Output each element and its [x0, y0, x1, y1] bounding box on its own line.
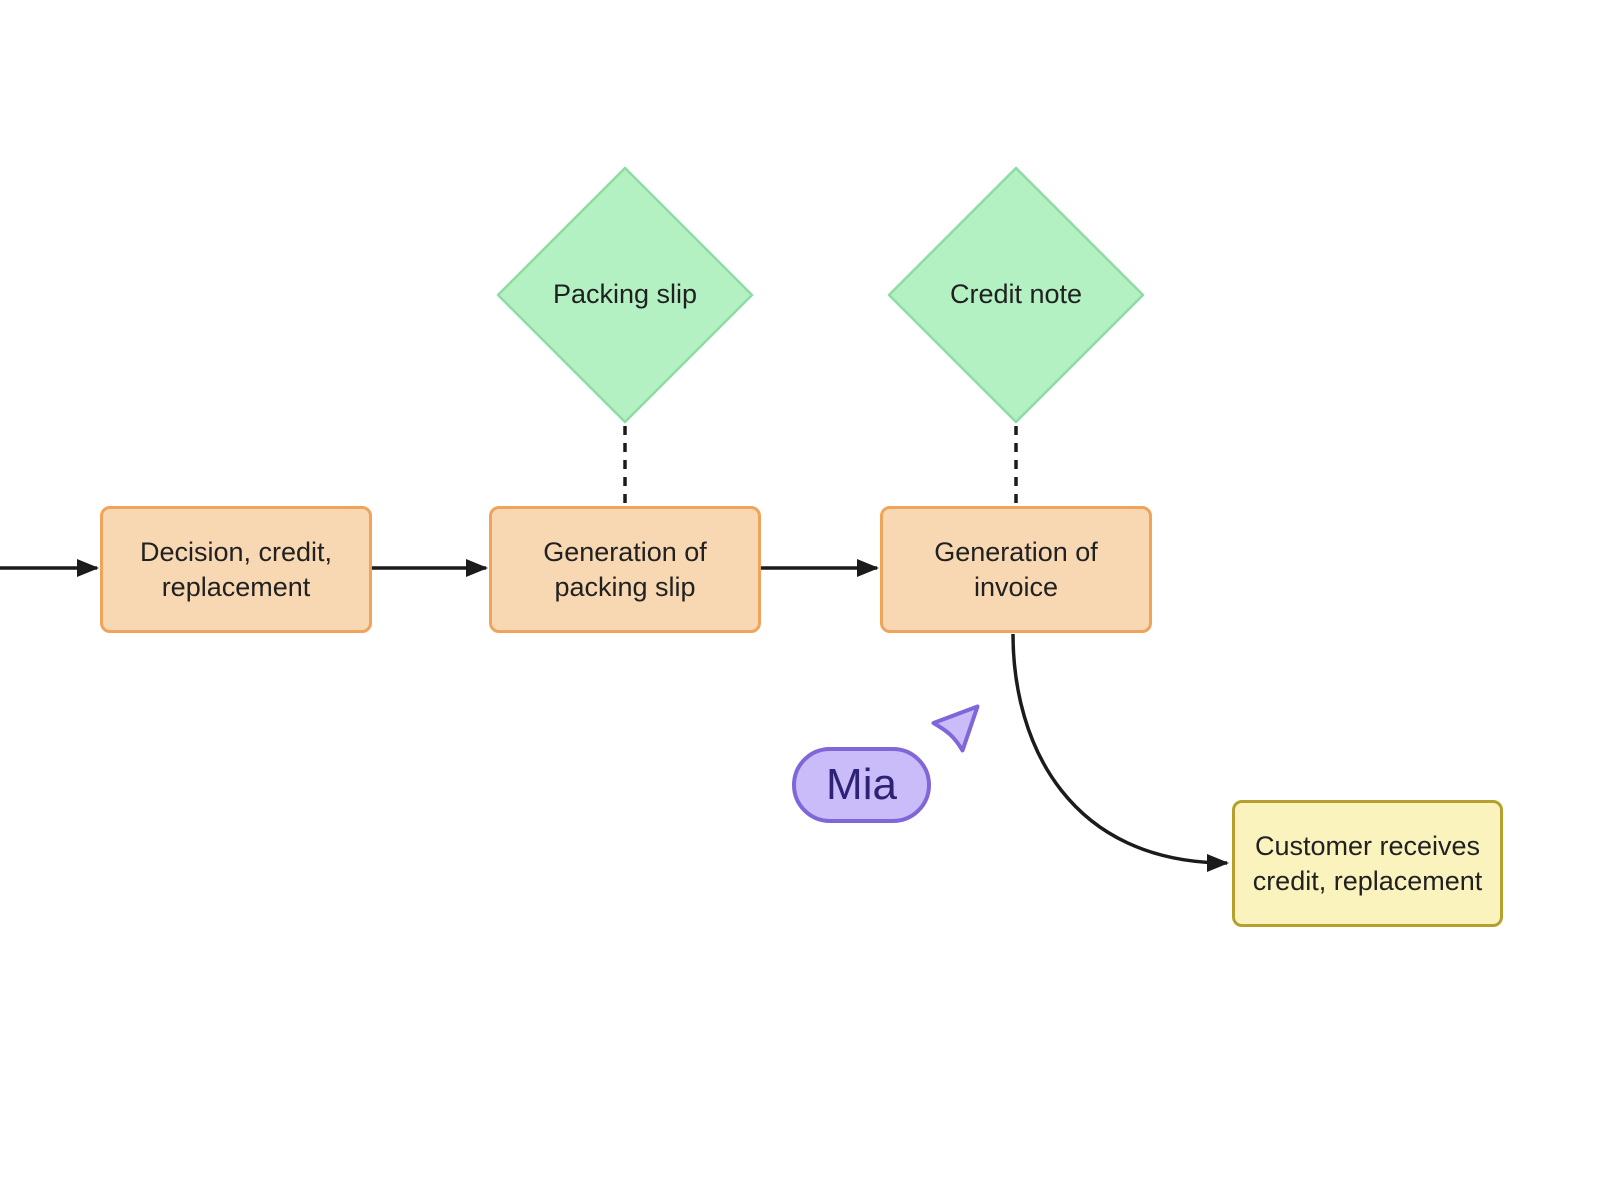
node-customer-receives[interactable]: Customer receives credit, replacement	[1232, 800, 1503, 927]
diamond-credit-note[interactable]	[887, 166, 1145, 424]
diamond-label-packing-slip: Packing slip	[552, 279, 698, 309]
node-generation-of-invoice[interactable]: Generation of invoice	[880, 506, 1152, 633]
diamond-packing-slip[interactable]	[496, 166, 754, 424]
diamond-label-credit-note: Credit note	[949, 279, 1083, 309]
node-generation-of-packing-slip[interactable]: Generation of packing slip	[489, 506, 761, 633]
collaborator-cursor-icon	[931, 704, 980, 753]
node-decision-credit-replacement[interactable]: Decision, credit, replacement	[100, 506, 372, 633]
node-label: Generation of packing slip	[543, 536, 707, 602]
node-label: Generation of invoice	[934, 536, 1098, 602]
collaborator-name: Mia	[826, 760, 897, 809]
node-label: Customer receives credit, replacement	[1252, 830, 1483, 896]
collaborator-name-badge: Mia	[792, 747, 931, 823]
node-label: Decision, credit, replacement	[139, 536, 333, 602]
arrow-invoice-to-customer[interactable]	[1011, 633, 1229, 872]
